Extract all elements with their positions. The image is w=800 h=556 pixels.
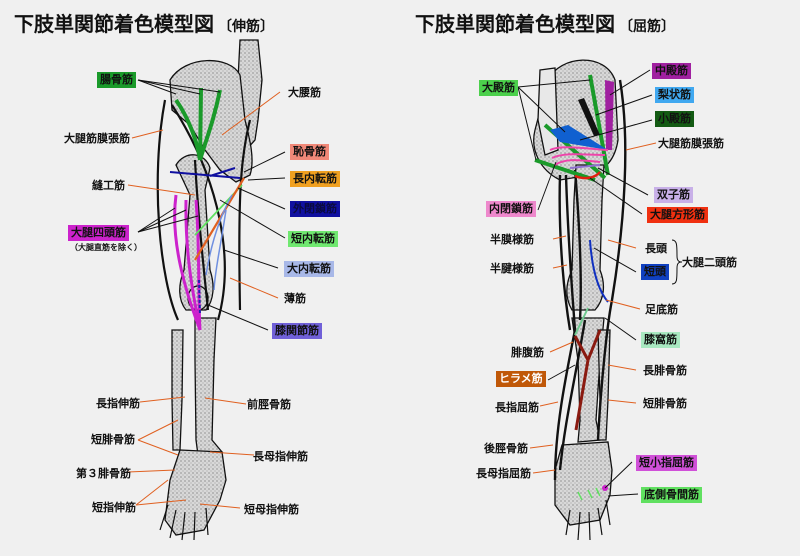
label-semimembranosus: 半膜様筋	[490, 233, 534, 246]
left-title-subtitle: 〔伸筋〕	[218, 19, 274, 35]
right-muscle-biceps-short-head	[589, 239, 609, 303]
right-title-subtitle: 〔屈筋〕	[619, 19, 675, 35]
left-tibia	[194, 317, 224, 456]
label-quadriceps-note: （大腿直筋を除く）	[70, 243, 142, 252]
right-toes	[565, 499, 611, 541]
label-quadratus-femoris: 大腿方形筋	[647, 207, 708, 223]
label-flex-dig-min-brevis: 短小指屈筋	[636, 455, 697, 471]
label-tfl-left: 大腿筋膜張筋	[64, 132, 130, 145]
label-sartorius: 縫工筋	[92, 179, 125, 192]
label-plantar-interossei: 底側骨間筋	[641, 487, 702, 503]
label-psoas: 大腰筋	[288, 86, 321, 99]
right-muscle-quadratus-femoris	[574, 171, 601, 180]
label-biceps-femoris: 大腿二頭筋	[682, 256, 737, 269]
label-gemelli: 双子筋	[654, 187, 693, 203]
label-soleus: ヒラメ筋	[496, 371, 546, 387]
label-obturator-externus: 外閉鎖筋	[290, 201, 340, 217]
label-pectineus: 恥骨筋	[290, 144, 329, 160]
label-flex-dig-longus: 長指屈筋	[495, 401, 539, 414]
label-ext-dig-longus: 長指伸筋	[96, 397, 140, 410]
label-peroneus-longus: 長腓骨筋	[643, 364, 687, 377]
label-gastrocnemius: 腓腹筋	[511, 346, 544, 359]
right-leader-lines	[517, 69, 683, 497]
left-muscle-obturator-externus	[169, 167, 241, 179]
label-flex-hal-longus: 長母指屈筋	[476, 467, 531, 480]
left-muscle-articularis-genus	[198, 279, 201, 316]
right-muscle-gluteus-minimus	[578, 98, 600, 136]
left-muscle-iliacus	[174, 87, 222, 161]
label-peroneus-tertius: 第３腓骨筋	[76, 467, 131, 480]
right-muscle-gemelli	[569, 164, 601, 169]
label-adductor-magnus: 大内転筋	[284, 261, 334, 277]
label-quadriceps: 大腿四頭筋	[68, 225, 129, 241]
label-long-head: 長頭	[645, 242, 667, 255]
label-peroneus-brevis-right: 短腓骨筋	[643, 397, 687, 410]
left-leader-lines	[127, 79, 286, 509]
label-tibialis-posterior: 後脛骨筋	[484, 442, 528, 455]
right-panel-title: 下肢単関節着色模型図〔屈筋〕	[415, 8, 675, 37]
label-ext-hal-longus: 長母指伸筋	[253, 450, 308, 463]
left-leg-skeleton	[159, 39, 263, 541]
left-toes	[159, 504, 209, 541]
label-articularis-genus: 膝関節筋	[272, 323, 322, 339]
right-muscle-soleus	[573, 329, 602, 431]
label-iliacus: 腸骨筋	[97, 72, 136, 88]
right-muscle-popliteus	[574, 307, 589, 336]
left-title-text: 下肢単関節着色模型図	[14, 12, 214, 36]
biceps-brace	[671, 239, 683, 285]
label-adductor-brevis: 短内転筋	[288, 231, 338, 247]
label-ext-dig-brevis: 短指伸筋	[92, 501, 136, 514]
label-gluteus-maximus: 大殿筋	[479, 80, 518, 96]
right-title-text: 下肢単関節着色模型図	[415, 12, 615, 36]
left-panel-title: 下肢単関節着色模型図〔伸筋〕	[14, 8, 274, 37]
label-plantaris: 足底筋	[645, 303, 678, 316]
label-obturator-internus: 内閉鎖筋	[486, 201, 536, 217]
right-foot	[554, 441, 613, 526]
label-semitendinosus: 半腱様筋	[490, 262, 534, 275]
label-tfl-right: 大腿筋膜張筋	[658, 137, 724, 150]
left-muscle-adductor-longus	[194, 177, 245, 261]
label-peroneus-brevis-left: 短腓骨筋	[91, 433, 135, 446]
right-muscle-plantar-interossei	[577, 487, 601, 501]
label-short-head: 短頭	[641, 264, 669, 280]
label-tibialis-anterior: 前脛骨筋	[247, 398, 291, 411]
label-gluteus-minimus: 小殿筋	[655, 111, 694, 127]
label-gracilis: 薄筋	[284, 292, 306, 305]
label-gluteus-medius: 中殿筋	[652, 63, 691, 79]
right-muscle-obturator-internus	[549, 146, 609, 166]
left-foot	[164, 449, 227, 536]
left-muscle-adductor-magnus	[205, 194, 233, 291]
label-adductor-longus: 長内転筋	[290, 171, 340, 187]
label-popliteus: 膝窩筋	[641, 332, 680, 348]
left-fibula	[171, 329, 184, 451]
label-ext-hal-brevis: 短母指伸筋	[244, 503, 299, 516]
label-piriformis: 梨状筋	[655, 87, 694, 103]
